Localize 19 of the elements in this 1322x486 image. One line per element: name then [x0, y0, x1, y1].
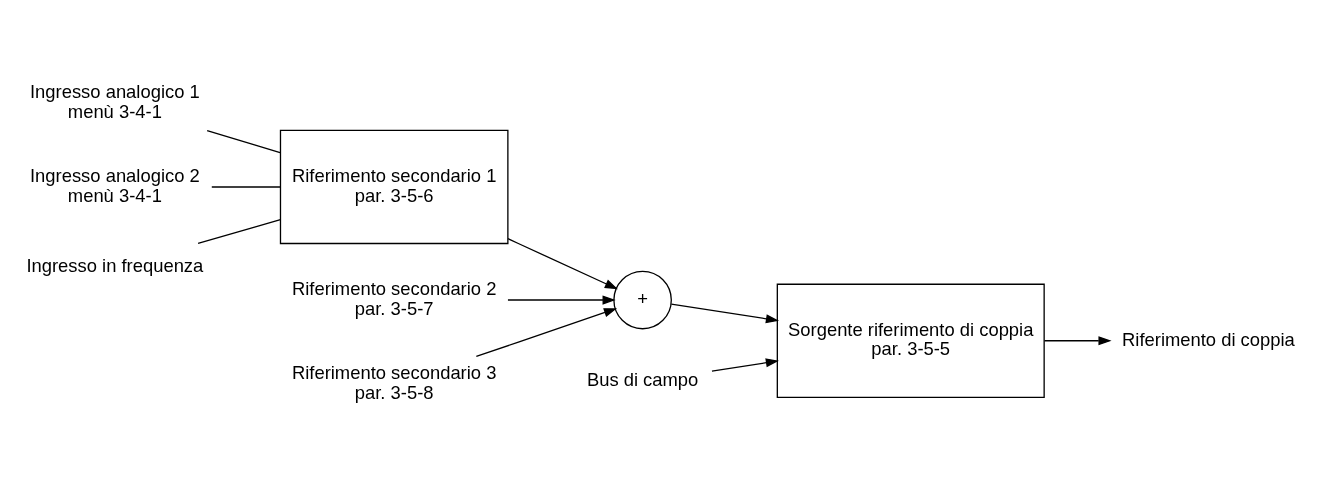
arrow — [711, 357, 779, 372]
node-text: Ingresso analogico 1 menù 3-4-1 — [30, 80, 200, 122]
node-text: Riferimento secondario 3 par. 3-5-8 — [291, 361, 497, 403]
node-text: Riferimento secondario 2 par. 3-5-7 — [291, 277, 497, 319]
node-text: Ingresso in frequenza — [26, 254, 204, 276]
node-box: Sorgente riferimento di coppia par. 3-5-5 — [776, 283, 1045, 398]
connector — [197, 218, 282, 244]
arrow — [670, 303, 780, 323]
connector — [211, 185, 281, 188]
node-text: Bus di campo — [586, 368, 699, 390]
arrow — [507, 237, 618, 289]
node-text: Riferimento di coppia — [1122, 328, 1295, 350]
arrow — [1043, 335, 1112, 345]
connector — [206, 129, 281, 153]
node-box: Riferimento secondario 1 par. 3-5-6 — [279, 129, 509, 244]
node-circle: + — [613, 270, 672, 329]
node-text: Ingresso analogico 2 menù 3-4-1 — [30, 164, 200, 206]
arrow — [475, 307, 618, 357]
arrow — [507, 294, 616, 305]
